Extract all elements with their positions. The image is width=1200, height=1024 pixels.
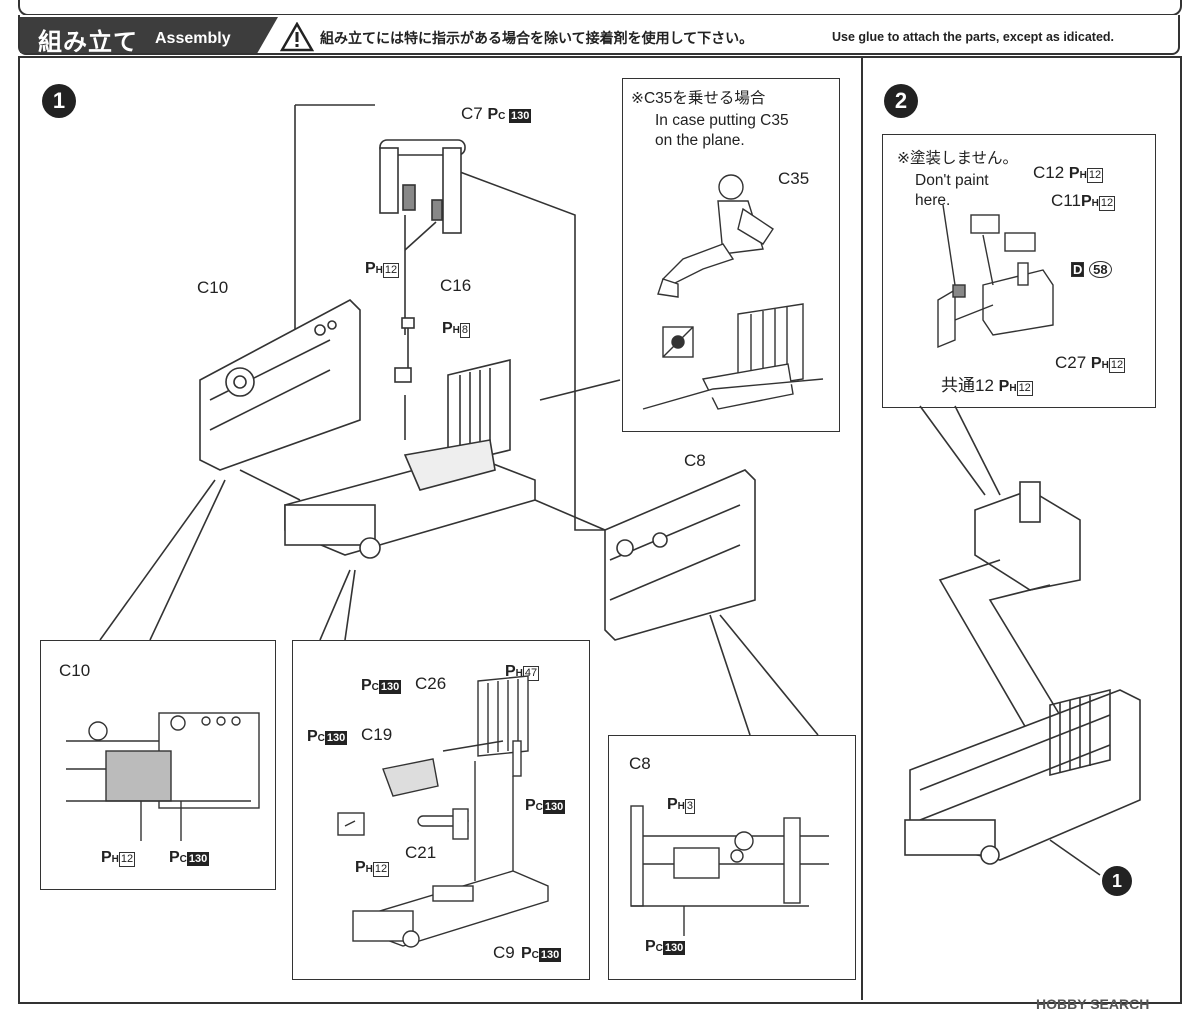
warning-icon: [280, 22, 314, 52]
part-c26: C26: [415, 674, 447, 693]
c35-note-en-1: In case putting C35: [655, 112, 789, 129]
step2-number: 2: [884, 84, 918, 118]
title-en: Assembly: [155, 30, 231, 47]
part-c16: C16: [440, 276, 472, 295]
title-jp: 組み立て: [38, 29, 138, 56]
inset-c35: ※C35を乗せる場合 In case putting C35 on the pl…: [622, 78, 840, 432]
seat-assembly-drawing: [337, 675, 549, 948]
inset-c10-title: C10: [59, 661, 91, 680]
part-c8: C8: [684, 451, 706, 470]
step1-number: 1: [42, 84, 76, 118]
c10-detail-drawing: [66, 712, 260, 841]
c8-detail-drawing: [630, 805, 829, 936]
part-c19: C19: [361, 725, 393, 744]
part-c10: C10: [197, 278, 229, 297]
part-c21: C21: [405, 843, 437, 862]
pilot-figure-drawing: [642, 174, 824, 410]
part-c35: C35: [778, 169, 810, 188]
watermark: HOBBY SEARCH: [1036, 996, 1150, 1012]
decal-58: D 58: [1071, 259, 1112, 279]
step2-note-en-1: Don't paint: [915, 172, 989, 189]
warning-text-en: Use glue to attach the parts, except as …: [832, 30, 1115, 44]
inset-c8-title: C8: [629, 754, 651, 773]
warning-text-jp: 組み立てには特に指示がある場合を除いて接着剤を使用して下さい。: [320, 30, 754, 46]
instructions-frame: [18, 56, 1182, 1004]
step2-parts-drawing: [937, 204, 1054, 349]
step2-note-jp: ※塗装しません。: [897, 150, 1019, 167]
c35-note-jp: ※C35を乗せる場合: [631, 90, 766, 107]
title-tab: 組み立て Assembly: [20, 17, 278, 53]
c35-note-en-2: on the plane.: [655, 132, 745, 149]
step2-ref-step1: 1: [1102, 866, 1132, 896]
part-c9: C9: [493, 943, 515, 962]
part-c7: C7 PC 130: [461, 104, 532, 123]
step-divider: [861, 56, 863, 1000]
step2-note-en-2: here.: [915, 192, 951, 209]
